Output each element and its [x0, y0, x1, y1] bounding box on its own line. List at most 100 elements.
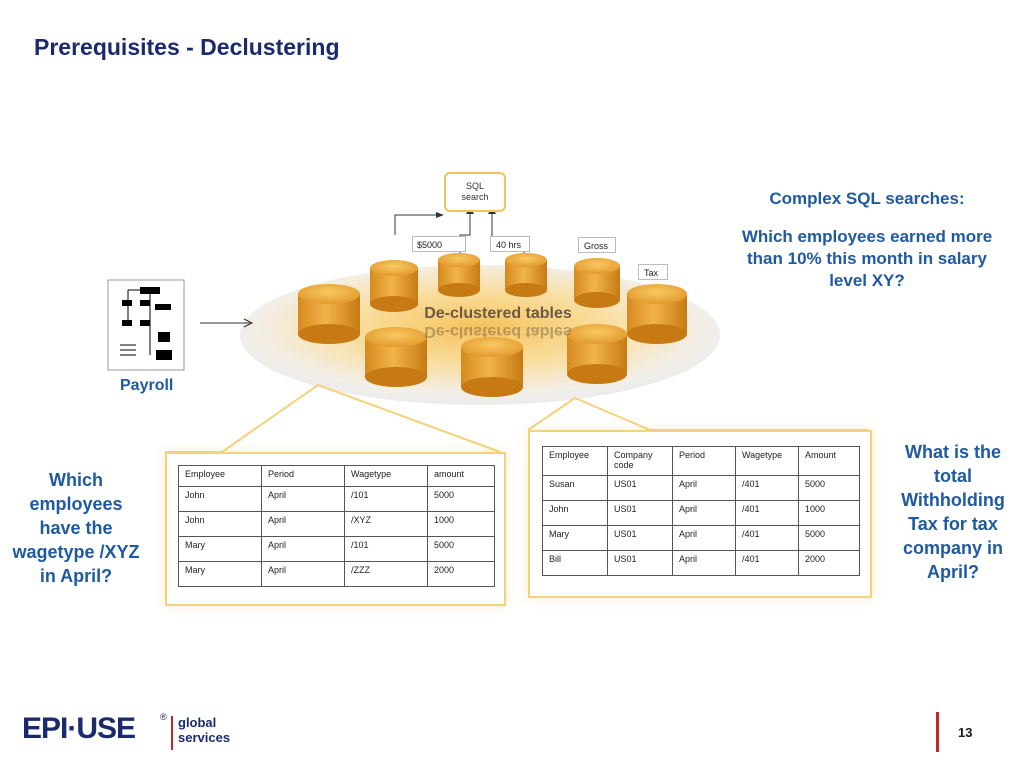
callout-line-right-2: [574, 397, 868, 431]
table-cell: April: [672, 475, 736, 501]
question-line: in April?: [39, 566, 113, 586]
table-cell: 5000: [798, 475, 860, 501]
cylinder: [365, 327, 427, 387]
table-cell: /401: [735, 500, 799, 526]
table-row: Mary April /101 5000: [178, 536, 495, 562]
table-row: John April /101 5000: [178, 486, 495, 512]
table-cell: /401: [735, 550, 799, 576]
withholding-table: Employee Company code Period Wagetype Am…: [542, 446, 860, 576]
table-row: Bill US01 April /401 2000: [542, 550, 860, 576]
question-line: total: [934, 466, 972, 486]
table-header-row: Employee Period Wagetype amount: [178, 465, 495, 487]
column-header: Amount: [798, 446, 860, 476]
table-cell: Mary: [542, 525, 608, 551]
logo-tagline: global services: [178, 715, 230, 745]
table-cell: John: [542, 500, 608, 526]
table-cell: April: [261, 561, 345, 587]
wagetype-table: Employee Period Wagetype amount John Apr…: [178, 465, 495, 587]
question-line: company in: [902, 538, 1004, 558]
column-header: Employee: [178, 465, 262, 487]
table-cell: US01: [607, 525, 673, 551]
table-cell: Mary: [178, 561, 262, 587]
registered-mark: ®: [160, 712, 167, 722]
cylinder: [438, 253, 480, 297]
tag-gross: Gross: [578, 237, 616, 253]
cylinder: [461, 337, 523, 397]
table-cell: April: [261, 511, 345, 537]
table-cell: US01: [607, 475, 673, 501]
footer-divider: [936, 712, 939, 752]
question-line: Withholding: [901, 490, 1005, 510]
table-cell: /XYZ: [344, 511, 428, 537]
table-cell: April: [672, 500, 736, 526]
callout-line-right: [527, 397, 576, 431]
column-header: Wagetype: [735, 446, 799, 476]
column-header: Period: [261, 465, 345, 487]
complex-sql-question: Complex SQL searches: Which employees ea…: [712, 188, 1022, 292]
question-line: wagetype /XYZ: [12, 542, 140, 562]
tag-amount: $5000: [412, 236, 466, 252]
table-cell: US01: [607, 550, 673, 576]
table-cell: 5000: [427, 536, 495, 562]
page-number: 13: [958, 725, 973, 740]
logo-tagline-line: services: [178, 730, 231, 745]
table-row: Mary US01 April /401 5000: [542, 525, 860, 551]
table-cell: John: [178, 511, 262, 537]
table-cell: Bill: [542, 550, 608, 576]
column-header: Employee: [542, 446, 608, 476]
table-row: Mary April /ZZZ 2000: [178, 561, 495, 587]
table-cell: April: [261, 536, 345, 562]
question-line: employees: [29, 494, 123, 514]
cylinder: [370, 260, 418, 312]
column-header: amount: [427, 465, 495, 487]
column-header: Period: [672, 446, 736, 476]
left-table-callout: Employee Period Wagetype amount John Apr…: [165, 452, 506, 606]
table-cell: April: [672, 525, 736, 551]
table-row: John US01 April /401 1000: [542, 500, 860, 526]
search-label: search: [461, 192, 489, 202]
right-table-callout: Employee Company code Period Wagetype Am…: [528, 430, 872, 598]
question-line: Tax for tax: [908, 514, 998, 534]
cylinder: [298, 284, 360, 344]
table-cell: John: [178, 486, 262, 512]
column-header: Company code: [607, 446, 673, 476]
cylinder: [627, 284, 687, 344]
sql-arrow-1: [394, 214, 440, 235]
table-cell: 5000: [427, 486, 495, 512]
brand-logo: EPI·USE: [22, 712, 136, 745]
table-cell: 2000: [427, 561, 495, 587]
table-cell: 5000: [798, 525, 860, 551]
question-line: level XY?: [829, 271, 905, 290]
payroll-label: Payroll: [120, 377, 174, 394]
table-cell: 2000: [798, 550, 860, 576]
callout-line-left-2: [317, 384, 501, 453]
question-line: Which employees earned more: [741, 227, 993, 246]
cylinder: [574, 258, 620, 308]
question-line: April?: [927, 562, 979, 582]
table-cell: 1000: [427, 511, 495, 537]
table-header-row: Employee Company code Period Wagetype Am…: [542, 446, 860, 476]
table-cell: /101: [344, 486, 428, 512]
center-label-reflection: De-clustered tables: [424, 323, 572, 340]
callout-line-left: [165, 384, 319, 453]
table-cell: April: [672, 550, 736, 576]
table-cell: /401: [735, 475, 799, 501]
question-line: Which: [49, 470, 103, 490]
table-cell: April: [261, 486, 345, 512]
column-header: Wagetype: [344, 465, 428, 487]
logo-tagline-line: global: [178, 715, 217, 730]
table-cell: US01: [607, 500, 673, 526]
table-cell: /101: [344, 536, 428, 562]
wagetype-question: Which employees have the wagetype /XYZ i…: [2, 468, 150, 588]
table-cell: Susan: [542, 475, 608, 501]
sql-search-box: SQL search: [444, 172, 506, 212]
tag-hours: 40 hrs: [490, 236, 530, 252]
slide-title: Prerequisites - Declustering: [34, 34, 340, 60]
table-row: John April /XYZ 1000: [178, 511, 495, 537]
table-cell: 1000: [798, 500, 860, 526]
logo-divider: [171, 716, 173, 750]
table-row: Susan US01 April /401 5000: [542, 475, 860, 501]
table-cell: Mary: [178, 536, 262, 562]
question-line: than 10% this month in salary: [747, 249, 987, 268]
table-cell: /ZZZ: [344, 561, 428, 587]
